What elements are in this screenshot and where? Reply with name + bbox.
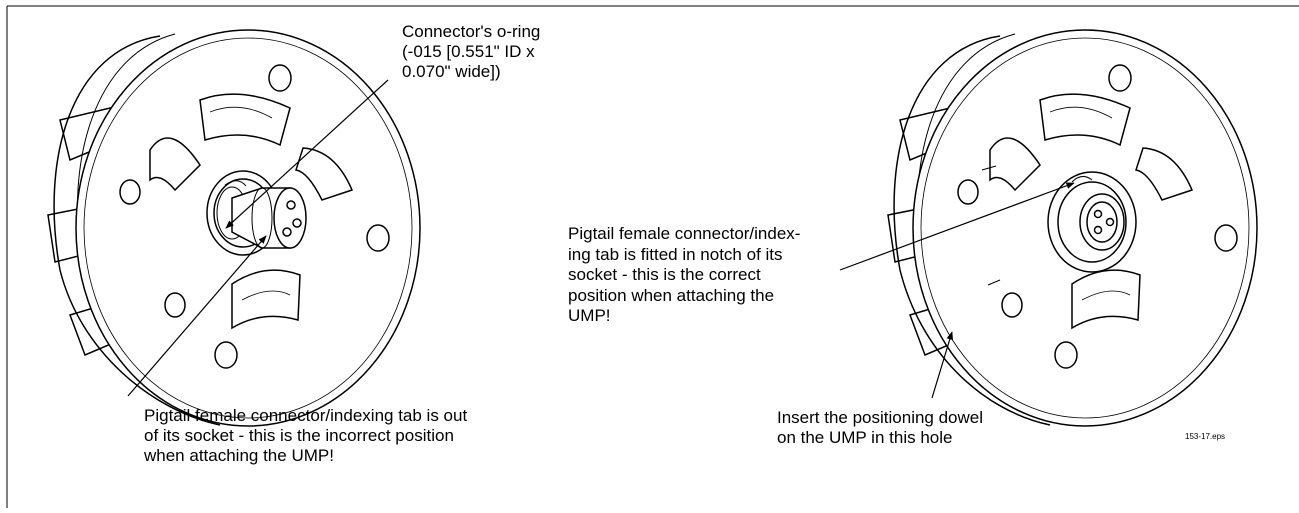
left-flange-drawing (47, 29, 421, 427)
dowel-leader-arrow (931, 331, 954, 399)
oring-leader-arrow (225, 79, 389, 229)
left-front-flange-rim (83, 37, 413, 419)
right-surface-mark-2 (987, 279, 1001, 286)
correct-leader-arrow (839, 182, 1075, 271)
left-bolt-hole-top (268, 64, 292, 92)
right-socket-inner (1057, 181, 1127, 263)
incorrect-callout-line: of its socket - this is the incorrect po… (144, 426, 454, 445)
left-pocket-bottom (231, 269, 301, 330)
left-connector-face (273, 187, 307, 249)
correct-callout-line: position when attaching the (568, 285, 775, 305)
right-indexing-tab (1071, 176, 1093, 183)
oring-callout-line: Connector's o-ring (402, 22, 541, 41)
right-bolt-hole-bottom (1054, 341, 1078, 369)
left-bolt-hole-left (119, 179, 141, 205)
right-back-body-edge (893, 35, 1051, 426)
left-pocket-right (295, 147, 354, 201)
right-bolt-hole-top (1108, 64, 1132, 92)
oring-callout-line: (-015 [0.551" ID x (402, 42, 535, 61)
right-pocket-bottom (1071, 269, 1141, 330)
right-connector-pin-3 (1093, 225, 1103, 235)
left-connector-pin-2 (292, 218, 302, 228)
incorrect-position-callout: Pigtail female connector/indexing tab is… (144, 406, 467, 466)
oring-callout-line: 0.070" wide]) (402, 62, 501, 81)
incorrect-callout-line: Pigtail female connector/indexing tab is… (144, 406, 468, 425)
correct-callout-line: UMP! (568, 306, 611, 325)
correct-callout-line: ing tab is fitted in notch of its (568, 244, 783, 264)
right-connector-pin-2 (1105, 217, 1115, 227)
left-pocket-top-detail (209, 106, 273, 119)
left-pocket-left (149, 137, 201, 192)
incorrect-callout-line: when attaching the UMP! (144, 446, 334, 465)
right-pocket-left (989, 137, 1041, 192)
figure-file-id: 153-17.eps (1185, 432, 1226, 441)
right-pocket-right (1135, 147, 1194, 201)
right-bolt-hole-left (957, 179, 979, 205)
dowel-callout-line: Insert the positioning dowel (777, 408, 984, 427)
left-bolt-hole-right (366, 224, 390, 252)
right-pocket-top (1039, 93, 1131, 147)
left-pocket-top (199, 93, 291, 147)
left-pocket-bottom-detail (241, 290, 291, 301)
left-connector-pin-1 (286, 200, 296, 210)
right-socket (1047, 171, 1137, 273)
right-connector-face (1079, 193, 1125, 251)
left-back-body-edge (53, 35, 221, 426)
right-bolt-hole-lower-left (1001, 292, 1023, 318)
right-connector-insert (1086, 201, 1118, 243)
left-bolt-hole-lower-left (164, 292, 186, 318)
right-connector-pin-1 (1093, 209, 1103, 219)
right-surface-mark-1 (981, 165, 997, 171)
right-flange-drawing (887, 29, 1258, 427)
right-bolt-hole-right (1214, 224, 1238, 252)
left-connector-collar (251, 187, 273, 249)
right-pocket-top-detail (1049, 106, 1113, 119)
left-connector-pin-3 (282, 227, 292, 237)
correct-callout-line: Pigtail female connector/index- (568, 224, 801, 243)
correct-callout-line: socket - this is the correct (568, 265, 761, 284)
right-pocket-bottom-detail (1081, 290, 1131, 301)
right-front-flange-rim (920, 37, 1250, 419)
left-indexing-tab (224, 180, 247, 187)
dowel-callout-line: on the UMP in this hole (777, 428, 953, 447)
incorrect-leader-arrow (127, 235, 267, 397)
left-bolt-hole-bottom (214, 341, 238, 369)
correct-position-callout: Pigtail female connector/index-ing tab i… (568, 224, 800, 327)
